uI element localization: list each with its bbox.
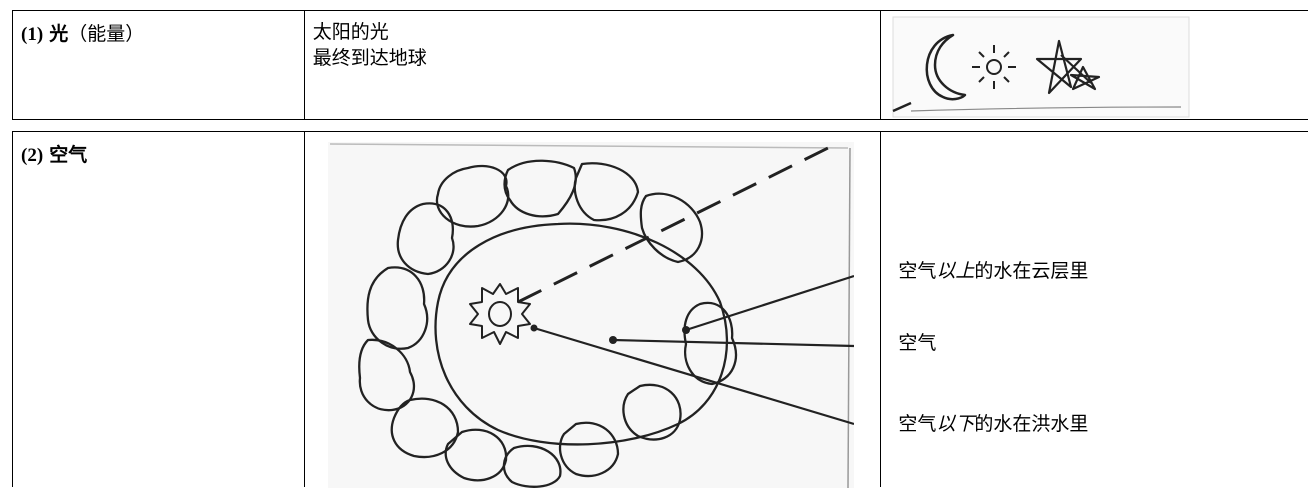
light-text-line2: 最终到达地球 (312, 47, 427, 69)
cell-air-label: (2) 空气 (13, 132, 305, 487)
sun-sketch-icon (972, 45, 1017, 89)
moon-sketch-icon (925, 33, 967, 101)
central-sun-sketch-icon (468, 283, 531, 345)
label-paren: （能量） (68, 23, 145, 45)
desc-above-air-part3: 的水在云层里 (974, 260, 1089, 282)
cell-light-illustration (881, 11, 1308, 119)
desc-below-air-part1: 空气 (898, 413, 937, 435)
label-main: 光 (49, 23, 69, 45)
label-number: (1) (21, 24, 44, 45)
cloud-ring-sketch (357, 159, 737, 488)
desc-above-air: 空气以上的水在云层里 (898, 256, 1088, 283)
light-sketch (892, 16, 1190, 118)
star-sketch-icon (1036, 39, 1101, 95)
earth-diagram-sketch (327, 142, 854, 488)
desc-below-air-part3: 的水在洪水里 (974, 413, 1089, 435)
desc-air: 空气 (898, 332, 937, 354)
desc-below-air: 空气以下的水在洪水里 (898, 409, 1088, 436)
row-air: (2) 空气 (12, 131, 1308, 488)
label-number: (2) (21, 145, 44, 166)
desc-above-air-part2: 以上 (936, 260, 975, 282)
desc-above-air-part1: 空气 (898, 260, 937, 282)
light-text-line1: 太阳的光 (312, 21, 389, 43)
cell-air-descriptions: 空气以上的水在云层里 空气 空气以下的水在洪水里 (881, 132, 1308, 487)
row-light: (1) 光（能量） 太阳的光 最终到达地球 (12, 10, 1308, 120)
desc-below-air-part2: 以下 (936, 413, 975, 435)
cell-air-illustration (305, 132, 882, 488)
cell-light-label: (1) 光（能量） (13, 11, 305, 119)
light-text: 太阳的光 最终到达地球 (313, 19, 427, 71)
label-light: (1) 光（能量） (21, 19, 144, 46)
label-main: 空气 (49, 144, 88, 166)
cell-light-text: 太阳的光 最终到达地球 (305, 11, 882, 119)
label-air: (2) 空气 (21, 140, 87, 167)
